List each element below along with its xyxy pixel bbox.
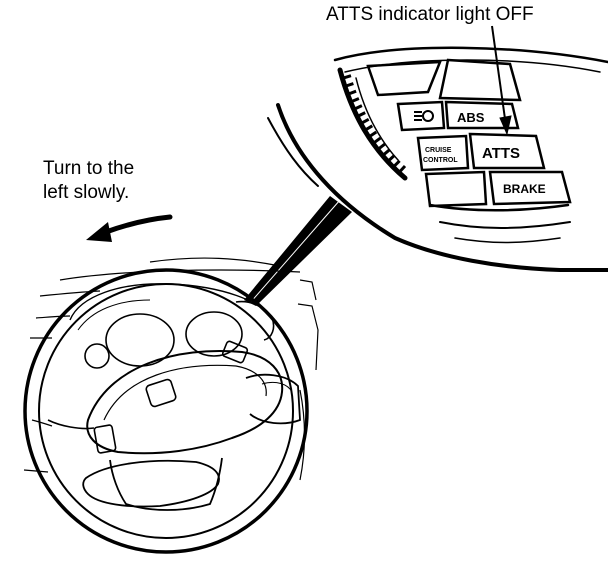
- atts-label: ATTS: [482, 145, 520, 162]
- abs-lamp: [444, 100, 520, 130]
- gauge-tick: [345, 89, 357, 97]
- callout-title: ATTS indicator light OFF: [326, 4, 534, 25]
- inset-outline: [276, 103, 608, 272]
- horn-button-left: [93, 424, 117, 454]
- wheel-rim-outer: [23, 268, 309, 554]
- gauge-tick: [370, 136, 382, 146]
- lower-spoke: [109, 457, 223, 511]
- wheel-rim-inner: [38, 283, 294, 539]
- gauge-tick: [339, 74, 352, 81]
- lamp-icon-box: [396, 100, 446, 132]
- brake-lamp: [488, 170, 572, 206]
- gauge-tick: [358, 117, 370, 126]
- top-lamp: [366, 60, 442, 97]
- horn-button-upper: [221, 340, 249, 364]
- gauge-tick: [380, 148, 391, 159]
- instruction-line-2: left slowly.: [43, 182, 130, 203]
- callout-arrow: [491, 25, 512, 136]
- dashboard-background: [23, 257, 319, 481]
- gauge-tick: [385, 154, 396, 165]
- gauge-tick: [351, 104, 363, 112]
- cruise-label-line2: CONTROL: [423, 157, 458, 164]
- tachometer: [185, 311, 243, 357]
- gauge-tick: [375, 142, 386, 152]
- abs-label: ABS: [457, 110, 485, 125]
- gauge-tick: [390, 159, 401, 170]
- horn-button-center: [145, 378, 177, 408]
- lower-spoke-pad: [82, 459, 220, 508]
- wheel-hub: [86, 350, 284, 455]
- lamp-icon: [414, 110, 434, 122]
- lower-cowl: [428, 203, 570, 212]
- indicator-lamps: [366, 58, 572, 208]
- turn-left-arrow: [86, 214, 173, 242]
- panel-bezel: [333, 46, 608, 64]
- gauge-tick: [348, 97, 360, 105]
- cruise-label-line1: CRUISE: [425, 147, 452, 154]
- left-spoke: [47, 419, 95, 430]
- leader-target: [235, 300, 275, 341]
- gauge-tick: [396, 164, 407, 176]
- atts-lamp: [468, 132, 546, 170]
- gauge-tick: [342, 82, 354, 89]
- instruction-line-1: Turn to the: [43, 158, 135, 179]
- gauge-tick: [366, 130, 378, 140]
- steering-wheel: [23, 268, 309, 554]
- right-spoke: [245, 373, 301, 425]
- zoom-leader: [244, 196, 352, 306]
- blank-lamp: [424, 170, 488, 208]
- upper-right-lamp: [438, 58, 522, 102]
- small-gauge: [84, 343, 110, 369]
- brake-label: BRAKE: [503, 182, 546, 196]
- gauge-tick: [354, 111, 366, 119]
- gauge-tick-marks: [339, 74, 407, 176]
- gauge-tick: [362, 124, 374, 133]
- cruise-control-lamp: [416, 134, 470, 172]
